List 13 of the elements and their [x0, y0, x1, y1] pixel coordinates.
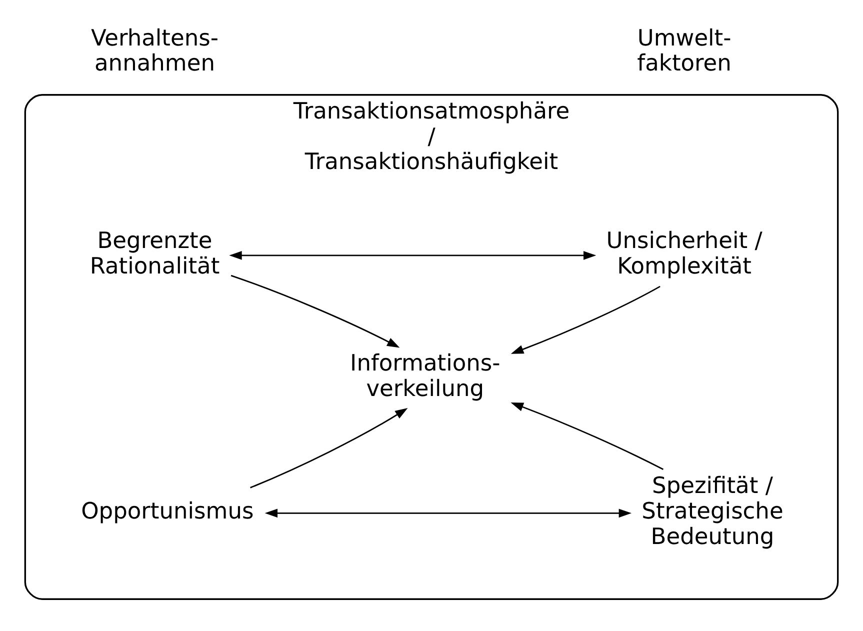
node-text: Opportunismus [81, 498, 254, 524]
arrow [510, 402, 664, 470]
label: Umwelt- faktoren [637, 24, 732, 76]
node-text: Informations- verkeilung [350, 350, 500, 402]
arrow [250, 407, 408, 488]
node-text: Begrenzte Rationalität [90, 228, 220, 279]
arrow [510, 285, 660, 354]
node-text: Spezifität / Strategische Bedeutung [642, 472, 784, 550]
arrow [229, 250, 596, 260]
arrow [230, 274, 400, 348]
arrow [264, 508, 632, 518]
node-text: Unsicherheit / Komplexität [606, 228, 762, 279]
label: Verhaltens- annahmen [90, 24, 218, 76]
